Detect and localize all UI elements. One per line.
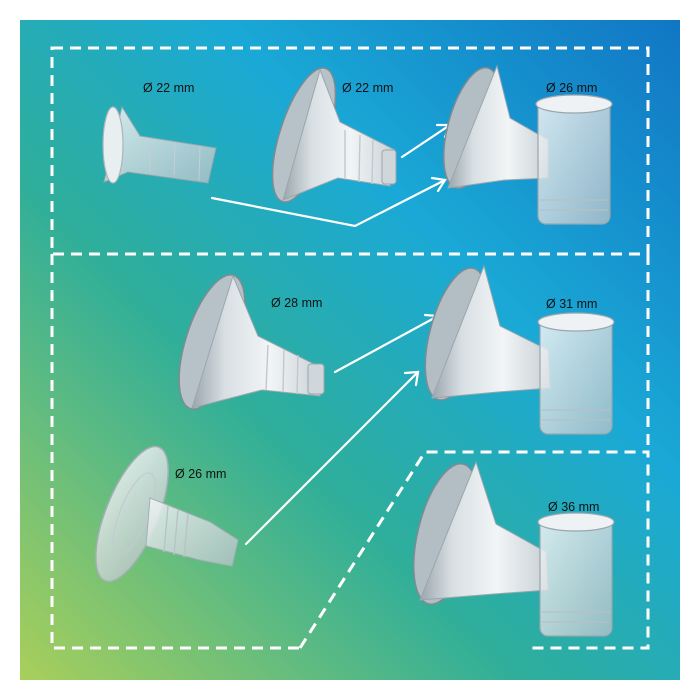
breast-shield-funnel-icon xyxy=(178,274,325,410)
breast-shield-insert-icon xyxy=(102,105,217,184)
breast-shield-connector-icon xyxy=(424,264,615,435)
insert-26-label: Ø 26 mm xyxy=(175,467,227,481)
arrow-insert26-to-shield31 xyxy=(244,370,420,546)
top-frame xyxy=(50,46,650,256)
insert-22-label: Ø 22 mm xyxy=(143,81,195,95)
arrow-shield28-to-shield31 xyxy=(333,314,440,374)
arrowhead-1 xyxy=(430,176,447,193)
bottom-frame xyxy=(50,254,650,650)
transparent-insert-icon xyxy=(95,445,239,583)
arrow-shield22-to-shield26 xyxy=(400,123,452,159)
shield-26-label: Ø 26 mm xyxy=(546,81,598,95)
arrowhead-4 xyxy=(403,370,420,387)
shield-36-label: Ø 36 mm xyxy=(548,500,600,514)
frame-group xyxy=(50,46,650,650)
shield-28-label: Ø 28 mm xyxy=(271,296,323,310)
arrow-insert22-to-shield26 xyxy=(210,178,447,228)
breast-shield-funnel-icon xyxy=(271,67,397,203)
shield-31-label: Ø 31 mm xyxy=(546,297,598,311)
breast-shield-connector-icon xyxy=(412,460,615,637)
breast-shield-connector-icon xyxy=(443,64,613,225)
inner-frame xyxy=(298,450,650,650)
shield-22-label: Ø 22 mm xyxy=(342,81,394,95)
